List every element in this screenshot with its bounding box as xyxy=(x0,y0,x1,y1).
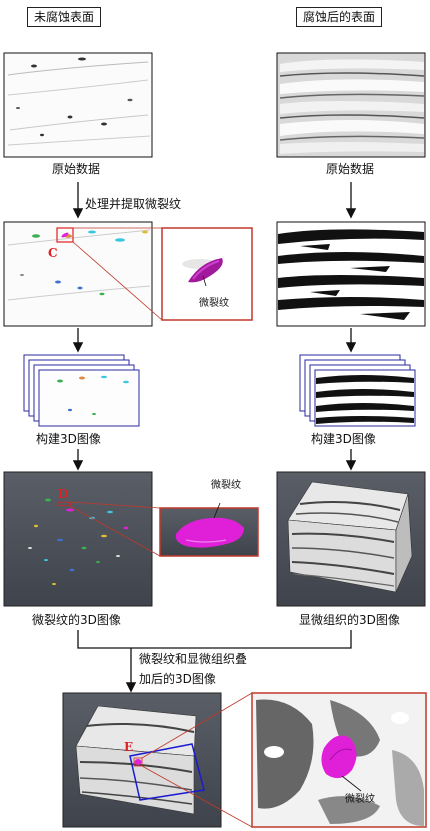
zoom-panel-d xyxy=(159,502,259,557)
merged-volume xyxy=(62,692,222,828)
marker-c: C xyxy=(48,246,58,260)
marker-d: D xyxy=(58,487,69,501)
zoom-panel-e xyxy=(251,692,427,828)
right-raw-caption: 原始数据 xyxy=(326,162,375,176)
right-microstructure-volume xyxy=(276,471,426,607)
left-raw-image xyxy=(3,52,153,158)
merge-bracket xyxy=(77,630,352,649)
left-image-stack xyxy=(23,354,140,427)
left-heading: 未腐蚀表面 xyxy=(27,7,102,27)
zoom-panel-c xyxy=(161,227,253,321)
right-image-stack xyxy=(299,354,416,427)
left-crack-volume xyxy=(3,471,153,607)
marker-e: E xyxy=(124,740,134,754)
merge-caption-line1: 微裂纹和显微组织叠 xyxy=(139,652,248,666)
zoom-c-crack-label: 微裂纹 xyxy=(199,298,229,309)
right-volume-caption: 显微组织的3D图像 xyxy=(299,613,400,627)
zoom-line-e-top xyxy=(141,692,253,759)
zoom-d-crack-label: 微裂纹 xyxy=(211,480,241,491)
process-caption: 处理并提取微裂纹 xyxy=(85,197,182,211)
left-stack-caption: 构建3D图像 xyxy=(36,432,101,446)
zoom-e-crack-label: 微裂纹 xyxy=(345,794,375,805)
zoom-line-d-bottom xyxy=(69,505,161,557)
left-volume-caption: 微裂纹的3D图像 xyxy=(32,613,121,627)
right-processed-image xyxy=(276,221,426,327)
left-raw-caption: 原始数据 xyxy=(52,162,101,176)
left-processed-image xyxy=(3,221,153,327)
right-stack-caption: 构建3D图像 xyxy=(311,432,376,446)
zoom-line-e-bottom xyxy=(141,765,253,828)
zoom-line-c-bottom xyxy=(72,241,163,321)
zoom-line-d-top xyxy=(69,501,161,509)
merge-caption-line2: 加后的3D图像 xyxy=(139,672,216,686)
right-heading: 腐蚀后的表面 xyxy=(296,7,383,27)
right-raw-image xyxy=(276,52,426,158)
